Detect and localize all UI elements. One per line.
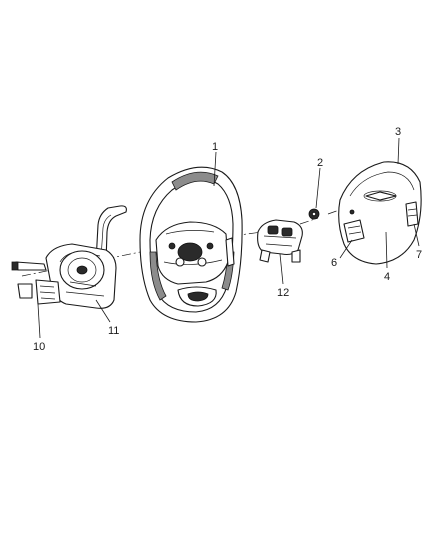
callout-4: 4 [384,271,390,283]
callout-10: 10 [33,341,45,353]
retaining-nut [308,208,320,220]
speed-control-switch [257,219,303,263]
callout-7: 7 [416,249,422,261]
callout-11: 11 [108,325,119,337]
airbag-module [338,161,422,265]
leader-lines [37,137,420,339]
callout-3: 3 [395,126,401,138]
callout-6: 6 [331,257,337,269]
callout-2: 2 [317,157,323,169]
steering-column-assembly [11,205,127,309]
steering-wheel [139,166,243,323]
callout-1: 1 [212,141,218,153]
callout-12: 12 [277,287,289,299]
